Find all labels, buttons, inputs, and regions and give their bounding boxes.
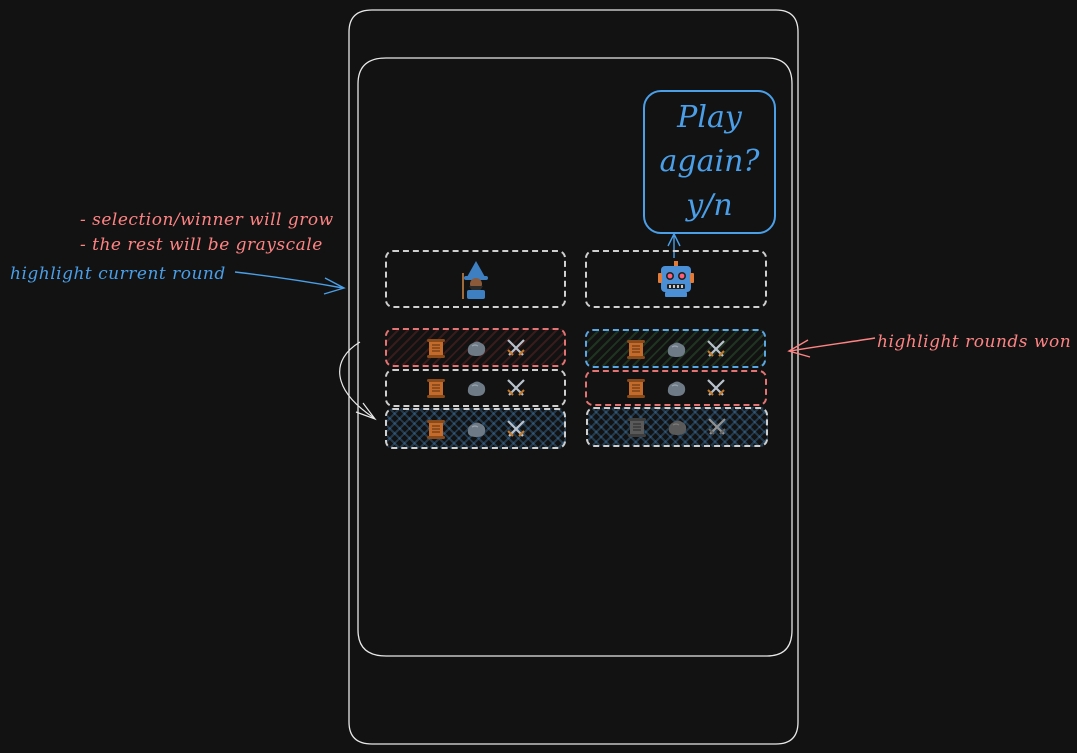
rock-icon[interactable] bbox=[665, 377, 687, 399]
crossed-swords-icon[interactable] bbox=[505, 377, 527, 399]
opponent-round-1-won bbox=[585, 329, 766, 368]
play-again-line3: y/n bbox=[686, 188, 733, 223]
rounds-won-note: highlight rounds won bbox=[877, 332, 1072, 352]
crossed-swords-icon[interactable] bbox=[505, 337, 527, 359]
scroll-icon[interactable] bbox=[625, 338, 647, 360]
scroll-icon[interactable] bbox=[625, 377, 647, 399]
player-card bbox=[385, 250, 566, 308]
selection-arrow bbox=[339, 341, 375, 419]
opponent-round-3-current bbox=[586, 407, 768, 447]
play-again-prompt[interactable]: Play again? y/n bbox=[643, 90, 776, 234]
opponent-card bbox=[585, 250, 767, 308]
play-again-line1: Play bbox=[677, 100, 742, 135]
crossed-swords-icon[interactable] bbox=[505, 418, 527, 440]
crossed-swords-icon[interactable] bbox=[705, 338, 727, 360]
device-screen-frame bbox=[357, 57, 793, 657]
rock-icon[interactable] bbox=[465, 418, 487, 440]
crossed-swords-icon[interactable] bbox=[706, 416, 728, 438]
rounds-won-arrow bbox=[789, 337, 876, 352]
player-round-2 bbox=[385, 369, 566, 407]
scroll-icon[interactable] bbox=[626, 416, 648, 438]
device-outer-frame bbox=[348, 9, 799, 745]
crossed-swords-icon[interactable] bbox=[705, 377, 727, 399]
robot-icon bbox=[658, 261, 694, 297]
rock-icon[interactable] bbox=[465, 337, 487, 359]
current-round-note: highlight current round bbox=[10, 264, 226, 284]
scroll-icon[interactable] bbox=[425, 418, 447, 440]
opponent-round-2 bbox=[585, 370, 767, 406]
rock-icon[interactable] bbox=[465, 377, 487, 399]
rock-icon[interactable] bbox=[666, 416, 688, 438]
grayscale-note: - the rest will be grayscale bbox=[80, 235, 323, 255]
scroll-icon[interactable] bbox=[425, 377, 447, 399]
scroll-icon[interactable] bbox=[425, 337, 447, 359]
player-round-3-current bbox=[385, 408, 566, 449]
wizard-icon bbox=[461, 261, 488, 299]
player-round-1 bbox=[385, 328, 566, 367]
rock-icon[interactable] bbox=[665, 338, 687, 360]
play-again-line2: again? bbox=[659, 144, 760, 179]
grow-note: - selection/winner will grow bbox=[80, 210, 334, 230]
current-round-arrow bbox=[234, 271, 344, 289]
